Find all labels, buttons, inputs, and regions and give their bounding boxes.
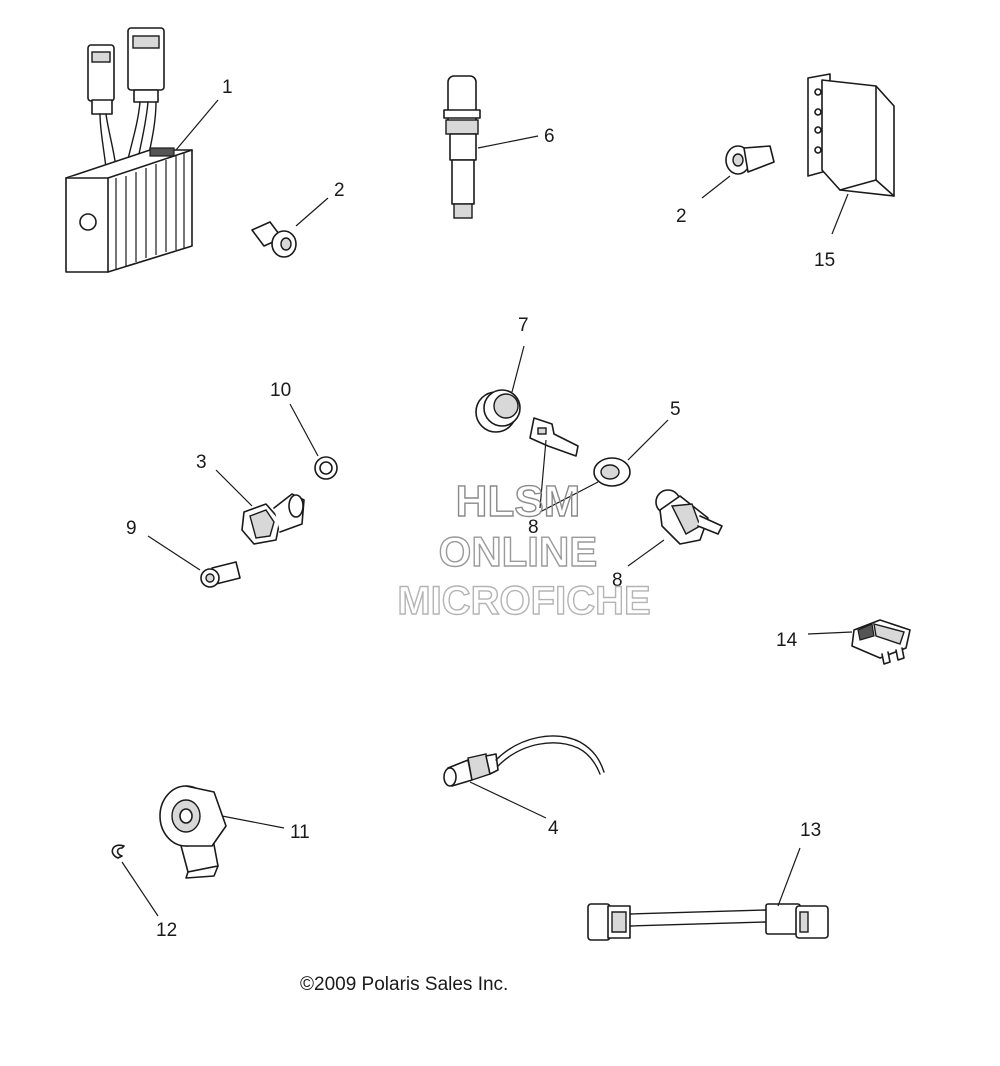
callout-11: 11 [290, 822, 310, 843]
part-15-module [807, 73, 895, 235]
part-12-e-clip [111, 844, 159, 917]
part-9-bolt [147, 535, 241, 588]
callout-13: 13 [800, 820, 821, 841]
callout-1: 1 [222, 77, 233, 98]
callout-14: 14 [776, 630, 798, 651]
callout-8-upper: 8 [528, 517, 539, 538]
callout-7: 7 [518, 315, 529, 336]
callout-4: 4 [548, 818, 559, 839]
part-8-switch [627, 489, 723, 567]
watermark-line-3: MICROFICHE [397, 579, 650, 623]
callout-15: 15 [814, 250, 835, 271]
part-10-o-ring [289, 403, 338, 480]
callout-12: 12 [156, 920, 177, 941]
part-5-washer [539, 419, 669, 513]
part-3-speed-sensor [215, 469, 305, 545]
part-7-cap [475, 345, 525, 433]
callout-10: 10 [270, 380, 291, 401]
watermark-line-1: HLSM [456, 477, 581, 526]
watermark-line-2: ONLINE [439, 528, 598, 575]
part-14-rocker-switch [807, 619, 911, 665]
callout-3: 3 [196, 452, 207, 473]
part-4-temp-sensor [443, 735, 605, 819]
part-1-voltage-regulator [65, 27, 219, 273]
part-13-harness [587, 847, 829, 941]
part-6-sensor [443, 75, 539, 219]
callout-5: 5 [670, 399, 681, 420]
callout-8-lower: 8 [612, 570, 623, 591]
part-11-knock-sensor [159, 785, 285, 879]
callout-6: 6 [544, 126, 555, 147]
part-2-screw-left [251, 197, 329, 258]
copyright-notice: ©2009 Polaris Sales Inc. [300, 974, 508, 995]
callout-9: 9 [126, 518, 137, 539]
part-8-clip [529, 417, 579, 509]
part-2-screw-right [701, 145, 775, 199]
callout-2-right: 2 [676, 206, 687, 227]
watermark: HLSM ONLINE MICROFICHE [397, 476, 652, 623]
callout-2-left: 2 [334, 180, 345, 201]
